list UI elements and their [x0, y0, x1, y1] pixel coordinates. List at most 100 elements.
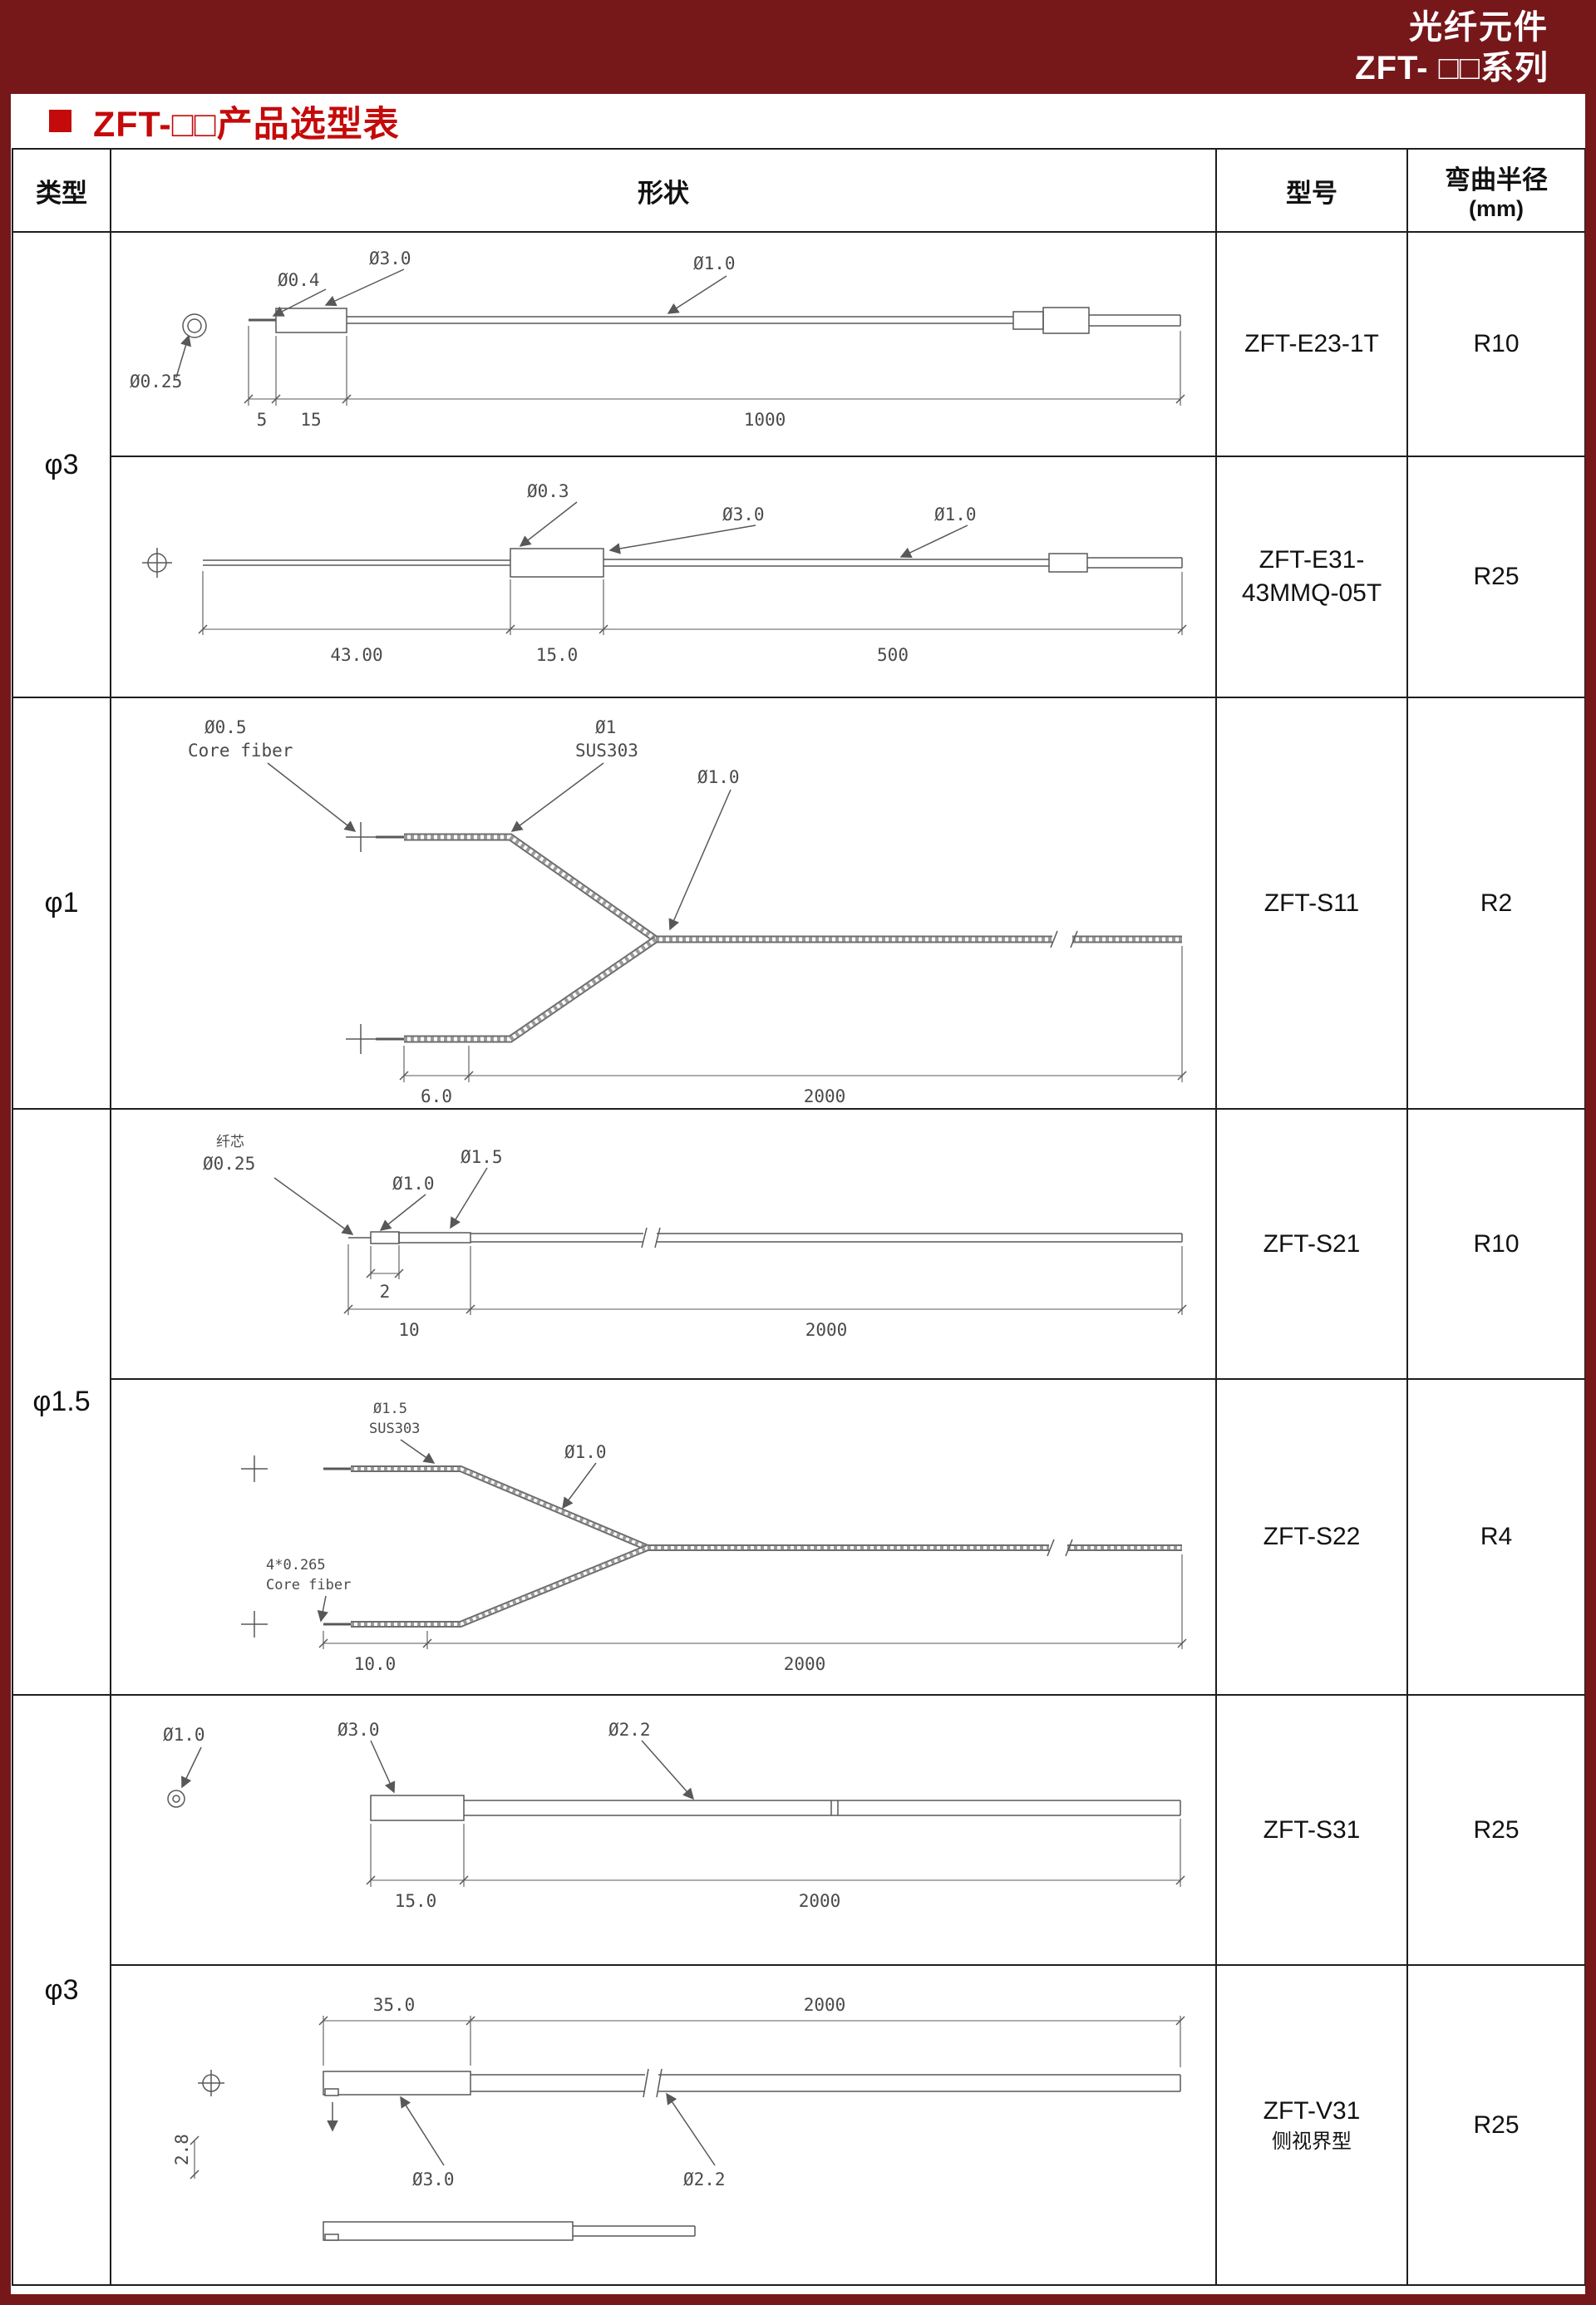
red-square-bullet-icon	[49, 110, 71, 132]
table-row: 35.0 2000 2.8 Ø3.0 Ø2.2 ZFT-V31 侧视界型 R25	[12, 1964, 1585, 2286]
dim-label: 2000	[805, 1320, 848, 1340]
drawing-zft-s22: Ø1.5 SUS303 Ø1.0 4*0.265 Core fiber 10.0…	[241, 1401, 1187, 1674]
dim-label: 2000	[784, 1654, 826, 1674]
model-cell: ZFT-S21	[1215, 1108, 1408, 1380]
shape-cell-s21: 纤芯 Ø0.25 Ø1.0 Ø1.5 2 10 2000	[110, 1108, 1217, 1380]
dia-label: Ø1.0	[163, 1725, 205, 1745]
dia-label: Ø1.5	[373, 1401, 407, 1417]
dia-label: Ø0.25	[203, 1154, 255, 1174]
col-header-radius-line1: 弯曲半径	[1445, 165, 1548, 195]
model-line1: ZFT-V31	[1263, 2096, 1361, 2125]
dim-label: 2000	[804, 1995, 846, 2015]
model-cell: ZFT-E31- 43MMQ-05T	[1215, 456, 1408, 698]
radius-cell: R2	[1406, 697, 1585, 1110]
model-cell: ZFT-S31	[1215, 1694, 1408, 1966]
dim-label: 10	[398, 1320, 419, 1340]
shape-cell-v31: 35.0 2000 2.8 Ø3.0 Ø2.2	[110, 1964, 1217, 2286]
section-title-row: ZFT-□□产品选型表	[11, 94, 1585, 148]
dia-label: Ø1.0	[392, 1174, 435, 1194]
model-line2: 43MMQ-05T	[1241, 579, 1382, 607]
type-cell-phi3-bottom: φ3	[12, 1694, 111, 2286]
shape-cell-s22: Ø1.5 SUS303 Ø1.0 4*0.265 Core fiber 10.0…	[110, 1378, 1217, 1696]
col-header-radius: 弯曲半径 (mm)	[1406, 148, 1585, 233]
dim-label: 2000	[804, 1086, 846, 1106]
shape-cell-e23: Ø0.25 Ø0.4 Ø3.0 Ø1.0 5 15 1000	[110, 231, 1217, 457]
drawing-zft-v31: 35.0 2000 2.8 Ø3.0 Ø2.2	[172, 1995, 1185, 2241]
radius-cell: R25	[1406, 456, 1585, 698]
col-header-shape: 形状	[110, 148, 1217, 233]
dim-label: 15.0	[395, 1891, 437, 1911]
shape-cell-s31: Ø1.0 Ø3.0 Ø2.2 15.0 2000	[110, 1694, 1217, 1966]
model-cell: ZFT-S22	[1215, 1378, 1408, 1696]
table-row: φ3	[12, 1694, 1585, 2286]
dia-label: Ø1.0	[693, 254, 736, 273]
header-product-line: 光纤元件	[1409, 9, 1549, 46]
col-header-type: 类型	[12, 148, 111, 233]
core-spec-label: 4*0.265	[266, 1557, 326, 1574]
dia-label: Ø3.0	[412, 2170, 455, 2189]
sus303-label: SUS303	[369, 1421, 420, 1437]
drawing-zft-e31-43mmq-05t: Ø0.3 Ø3.0 Ø1.0 43.00 15.0 500	[142, 481, 1187, 665]
dim-label: 35.0	[373, 1995, 416, 2015]
core-fiber-label: Core fiber	[266, 1577, 351, 1593]
shape-cell-s11: Ø0.5 Core fiber Ø1 SUS303 Ø1.0 6.0 2000	[110, 697, 1217, 1110]
dim-label: 5	[257, 410, 268, 430]
radius-cell: R10	[1406, 1108, 1585, 1380]
type-cell-phi1: φ1	[12, 697, 111, 1110]
model-cell: ZFT-S11	[1215, 697, 1408, 1110]
dia-label: Ø1.5	[461, 1147, 503, 1167]
dim-label: 500	[877, 645, 909, 665]
dim-label: 2000	[799, 1891, 841, 1911]
dim-label: 2.8	[172, 2134, 192, 2165]
shape-cell-e31: Ø0.3 Ø3.0 Ø1.0 43.00 15.0 500	[110, 456, 1217, 698]
dia-label: Ø0.25	[130, 372, 182, 392]
model-cell: ZFT-V31 侧视界型	[1215, 1964, 1408, 2286]
col-header-radius-line2: (mm)	[1469, 196, 1524, 221]
dim-label: 15.0	[536, 645, 579, 665]
col-header-model: 型号	[1215, 148, 1408, 233]
dia-label: Ø2.2	[608, 1720, 651, 1740]
table-row: φ1.5	[12, 1108, 1585, 1696]
drawing-zft-e23-1t: Ø0.25 Ø0.4 Ø3.0 Ø1.0 5 15 1000	[130, 249, 1185, 430]
dim-label: 6.0	[421, 1086, 452, 1106]
dim-label: 15	[300, 410, 321, 430]
header-band: 光纤元件 ZFT- □□系列	[11, 0, 1585, 94]
table-row: φ1	[12, 697, 1585, 1110]
dim-label: 2	[380, 1282, 391, 1302]
table-row: Ø0.3 Ø3.0 Ø1.0 43.00 15.0 500 ZFT-E31- 4…	[12, 456, 1585, 698]
radius-cell: R10	[1406, 231, 1585, 457]
dia-label: Ø3.0	[337, 1720, 380, 1740]
core-label: 纤芯	[216, 1134, 244, 1150]
dia-label: Ø0.5	[204, 717, 247, 737]
page-title: ZFT-□□产品选型表	[93, 104, 400, 145]
radius-cell: R25	[1406, 1694, 1585, 1966]
header-series: ZFT- □□系列	[1355, 50, 1549, 86]
model-line2: 侧视界型	[1272, 2130, 1352, 2153]
dim-label: 43.00	[330, 645, 382, 665]
drawing-zft-s11: Ø0.5 Core fiber Ø1 SUS303 Ø1.0 6.0 2000	[188, 717, 1187, 1106]
dia-label: Ø2.2	[683, 2170, 726, 2189]
table-row: Ø1.5 SUS303 Ø1.0 4*0.265 Core fiber 10.0…	[12, 1378, 1585, 1696]
table-header-row: 类型 形状 型号 弯曲半径 (mm)	[12, 148, 1585, 233]
page-content: 光纤元件 ZFT- □□系列 ZFT-□□产品选型表 类型 形状 型号 弯曲半径…	[11, 0, 1585, 2294]
dia-label: Ø1.0	[697, 767, 740, 787]
dia-label: Ø3.0	[369, 249, 411, 268]
type-cell-phi3-top: φ3	[12, 231, 111, 698]
dia-label: Ø1	[595, 717, 616, 737]
core-fiber-label: Core fiber	[188, 741, 293, 761]
dia-label: Ø0.4	[278, 270, 320, 290]
drawing-zft-s31: Ø1.0 Ø3.0 Ø2.2 15.0 2000	[163, 1720, 1185, 1911]
dia-label: Ø0.3	[527, 481, 569, 501]
model-line1: ZFT-E31-	[1259, 546, 1365, 574]
sus303-label: SUS303	[575, 741, 638, 761]
drawing-zft-s21: 纤芯 Ø0.25 Ø1.0 Ø1.5 2 10 2000	[203, 1134, 1187, 1340]
selection-table: 类型 形状 型号 弯曲半径 (mm) φ3	[12, 148, 1585, 2286]
type-cell-phi15: φ1.5	[12, 1108, 111, 1696]
dia-label: Ø1.0	[564, 1442, 607, 1462]
dim-label: 10.0	[354, 1654, 397, 1674]
dia-label: Ø3.0	[722, 505, 765, 525]
radius-cell: R25	[1406, 1964, 1585, 2286]
dia-label: Ø1.0	[934, 505, 977, 525]
radius-cell: R4	[1406, 1378, 1585, 1696]
